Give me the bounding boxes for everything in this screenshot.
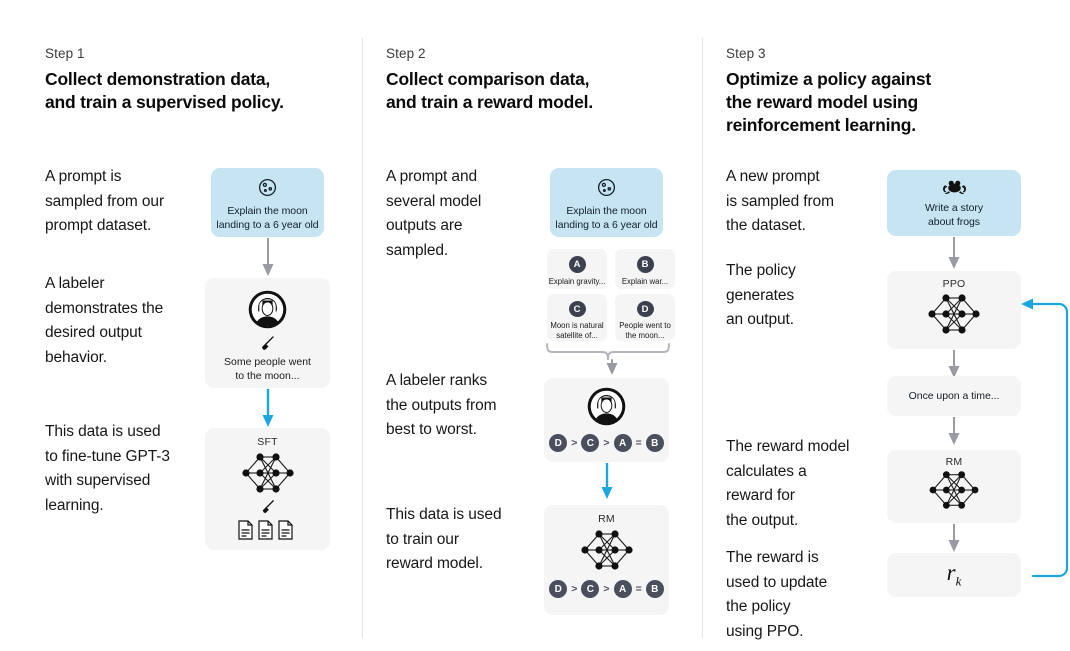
ranking-row-rm: D > C > A = B — [549, 580, 664, 598]
rm-rank-item-0: D — [549, 580, 568, 598]
arrow-ppo-to-output — [946, 350, 962, 380]
ranking-row-labeler: D > C > A = B — [549, 434, 664, 452]
rank-op-2: = — [635, 437, 642, 449]
column-divider-1 — [362, 38, 363, 638]
step-1-labeler-box[interactable]: Some people went to the moon... — [205, 278, 330, 388]
rm-rank-op-0: > — [571, 583, 578, 595]
arrow-prompt-to-ppo — [946, 237, 962, 271]
rank-item-1: C — [581, 434, 600, 452]
person-icon — [586, 386, 627, 427]
neural-network-icon — [577, 528, 637, 572]
reward-formula-base: r — [946, 560, 956, 586]
brace-merge-arrow — [544, 342, 680, 376]
step-2-paragraph-3: This data is used to train our reward mo… — [386, 506, 502, 572]
step-2-rank-box[interactable]: D > C > A = B — [544, 378, 669, 462]
option-text-d: People went to the moon... — [619, 321, 671, 340]
step-2-paragraph-2: A labeler ranks the outputs from best to… — [386, 372, 497, 438]
rank-item-3: B — [645, 434, 664, 452]
pencil-icon — [259, 497, 277, 515]
step-2-paragraph-1: A prompt and several model outputs are s… — [386, 168, 482, 259]
step-3-prompt-box[interactable]: Write a story about frogs — [887, 170, 1021, 236]
step-3-paragraph-4: The reward is used to update the policy … — [726, 549, 828, 640]
rm-label: RM — [598, 513, 615, 525]
step-3-title: Optimize a policy against the reward mod… — [726, 69, 932, 135]
step-3-prompt-text: Write a story about frogs — [924, 202, 984, 228]
step-1-sft-box[interactable]: SFT — [205, 428, 330, 550]
rm-rank-op-1: > — [603, 583, 610, 595]
step-3-paragraph-2: The policy generates an output. — [726, 262, 796, 328]
arrow-output-to-rm — [946, 417, 962, 447]
step-3-column: Step 3 Optimize a policy against the rew… — [702, 0, 1070, 651]
neural-network-icon — [924, 292, 984, 336]
option-card-b[interactable]: B Explain war... — [615, 249, 675, 289]
step-2-rm-box[interactable]: RM D — [544, 505, 669, 615]
step-1-labeler-text: Some people went to the moon... — [224, 356, 311, 382]
step-2-title: Collect comparison data, and train a rew… — [386, 69, 593, 112]
step-1-title: Collect demonstration data, and train a … — [45, 69, 284, 112]
option-badge-d: D — [636, 301, 654, 317]
step-1-paragraph-2: A labeler demonstrates the desired outpu… — [45, 275, 164, 366]
neural-network-icon — [925, 469, 983, 511]
rank-op-0: > — [571, 437, 578, 449]
moon-icon — [257, 177, 278, 198]
rank-item-2: A — [613, 434, 632, 452]
arrow-rank-to-rm — [599, 463, 615, 501]
arrow-prompt-to-labeler — [260, 238, 276, 278]
reward-formula-sub: k — [955, 573, 962, 589]
step-2-label: Step 2 — [386, 46, 426, 61]
rank-op-1: > — [603, 437, 610, 449]
option-text-c: Moon is natural satellite of... — [550, 321, 604, 340]
option-card-a[interactable]: A Explain gravity... — [547, 249, 607, 289]
option-badge-b: B — [636, 256, 654, 273]
step-3-rm-box[interactable]: RM — [887, 450, 1021, 523]
step-1-prompt-text: Explain the moon landing to a 6 year old — [216, 205, 319, 231]
neural-network-icon — [238, 451, 298, 495]
step-3-paragraph-3: The reward model calculates a reward for… — [726, 438, 850, 529]
step-1-paragraph-3: This data is used to fine-tune GPT-3 wit… — [45, 423, 170, 514]
step-3-rm-label: RM — [945, 456, 963, 468]
step-3-output-box[interactable]: Once upon a time... — [887, 376, 1021, 416]
step-1-paragraph-1: A prompt is sampled from our prompt data… — [45, 168, 165, 234]
rank-item-0: D — [549, 434, 568, 452]
ppo-label: PPO — [942, 278, 966, 290]
option-text-b: Explain war... — [621, 277, 669, 286]
step-3-output-text: Once upon a time... — [908, 390, 1000, 402]
documents-icon — [237, 519, 299, 541]
pencil-icon — [258, 333, 277, 352]
option-text-a: Explain gravity... — [548, 277, 606, 286]
rm-rank-item-1: C — [581, 580, 600, 598]
feedback-loop-arrow — [1017, 296, 1070, 580]
step-2-column: Step 2 Collect comparison data, and trai… — [362, 0, 702, 651]
step-1-column: Step 1 Collect demonstration data, and t… — [0, 0, 362, 651]
option-badge-c: C — [568, 301, 586, 317]
option-card-d[interactable]: D People went to the moon... — [615, 294, 675, 341]
rm-rank-op-2: = — [635, 583, 642, 595]
arrow-labeler-to-sft — [260, 389, 276, 429]
moon-icon — [596, 177, 617, 198]
step-1-label: Step 1 — [45, 46, 85, 61]
step-1-prompt-box[interactable]: Explain the moon landing to a 6 year old — [211, 168, 324, 237]
step-3-label: Step 3 — [726, 46, 766, 61]
arrow-rm-to-reward — [946, 524, 962, 554]
step-3-reward-box[interactable]: rk — [887, 553, 1021, 597]
column-divider-2 — [702, 38, 703, 638]
option-card-c[interactable]: C Moon is natural satellite of... — [547, 294, 607, 341]
frog-icon — [942, 178, 967, 195]
reward-formula: rk — [947, 560, 962, 590]
option-badge-a: A — [568, 256, 586, 273]
rm-rank-item-3: B — [645, 580, 664, 598]
sft-label: SFT — [257, 436, 278, 448]
rm-rank-item-2: A — [613, 580, 632, 598]
person-icon — [247, 289, 288, 330]
step-3-ppo-box[interactable]: PPO — [887, 271, 1021, 349]
step-3-paragraph-1: A new prompt is sampled from the dataset… — [726, 168, 834, 234]
step-2-prompt-box[interactable]: Explain the moon landing to a 6 year old — [550, 168, 663, 237]
step-2-prompt-text: Explain the moon landing to a 6 year old — [555, 205, 658, 231]
